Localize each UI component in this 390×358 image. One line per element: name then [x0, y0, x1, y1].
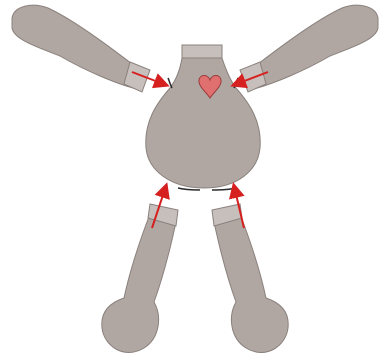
neck-tab	[182, 45, 222, 59]
left-arm	[12, 5, 150, 92]
right-leg-seam	[212, 188, 236, 190]
left-leg-seam	[178, 188, 200, 190]
right-arm	[240, 5, 378, 92]
left-leg	[102, 204, 178, 352]
right-leg	[212, 204, 288, 352]
left-arm-seam	[168, 78, 172, 88]
